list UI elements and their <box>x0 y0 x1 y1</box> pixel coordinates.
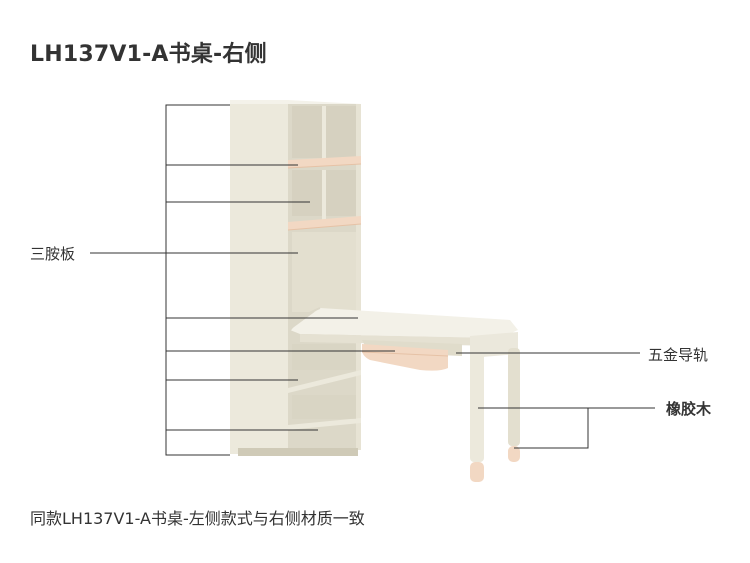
cubby-shadow-4 <box>326 170 356 216</box>
drawer-front-edge <box>361 351 449 357</box>
back-leg-foot <box>508 446 520 462</box>
cubby-shadow-3 <box>292 170 322 216</box>
lower-shelf-1 <box>288 370 361 393</box>
desk-top-edge <box>300 334 500 346</box>
cabinet-plinth <box>238 448 358 456</box>
cabinet-top <box>230 100 361 104</box>
front-leg-foot <box>470 462 484 482</box>
cubby-shadow-1 <box>292 106 322 158</box>
page-title: LH137V1-A书桌-右侧 <box>30 42 267 67</box>
cabinet-side-panel <box>230 100 288 454</box>
cabinet-right-edge <box>356 104 361 450</box>
lower-shadow-2 <box>292 395 356 419</box>
wood-shelf-2 <box>288 216 361 230</box>
middle-open-area <box>292 232 356 312</box>
wood-shelf-2-edge <box>287 223 362 231</box>
cubby-divider-1 <box>322 106 326 164</box>
desk-apron <box>470 332 518 358</box>
leader-rubber <box>478 407 589 449</box>
wood-shelf-1-edge <box>287 163 362 169</box>
back-leg <box>508 348 520 446</box>
label-board: 三胺板 <box>30 245 76 263</box>
label-rail: 五金导轨 <box>648 346 709 364</box>
front-leg <box>470 352 484 462</box>
desk-top <box>290 308 518 338</box>
label-rubber-wood: 橡胶木 <box>666 400 712 418</box>
footer-note: 同款LH137V1-A书桌-左侧款式与右侧材质一致 <box>30 509 365 528</box>
cubby-shadow-2 <box>326 106 356 158</box>
lower-shelf-2 <box>288 418 361 430</box>
lower-shadow-1 <box>292 344 356 370</box>
cubby-divider-2 <box>322 170 326 220</box>
leader-bracket-left <box>165 104 230 456</box>
